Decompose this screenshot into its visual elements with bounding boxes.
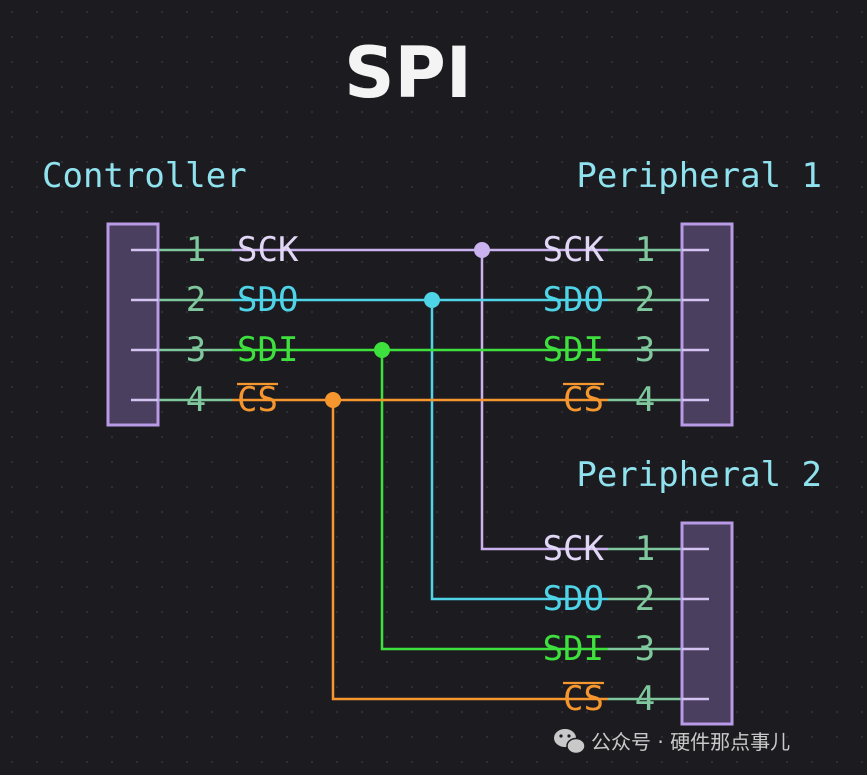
junction-group (325, 242, 490, 408)
peripheral2-signal-sdi: SDI (543, 629, 604, 669)
pin-stub-group (131, 248, 709, 701)
controller-pin-number-1: 1 (186, 230, 206, 270)
peripheral1-signal-sdi: SDI (543, 330, 604, 370)
wire-cs-branch (331, 400, 608, 701)
peripheral2-signal-cs: CS (563, 679, 604, 719)
peripheral1-pin-number-3: 3 (635, 330, 655, 370)
junction-sdi (374, 342, 390, 358)
peripheral2-label: Peripheral 2 (576, 455, 822, 495)
controller-signal-sdi: SDI (237, 330, 298, 370)
peripheral1-pin-number-4: 4 (635, 380, 655, 420)
peripheral1-signal-sdo: SDO (543, 280, 604, 320)
peripheral2-pin-number-4: 4 (635, 679, 655, 719)
controller-pin-number-4: 4 (186, 380, 206, 420)
peripheral1-pin-number-1: 1 (635, 230, 655, 270)
peripheral2-signal-sck: SCK (543, 529, 605, 569)
peripheral1-signal-sck: SCK (543, 230, 605, 270)
controller-pin-number-3: 3 (186, 330, 206, 370)
peripheral1-pin-number-2: 2 (635, 280, 655, 320)
peripheral2-pin-number-1: 1 (635, 529, 655, 569)
junction-sdo (424, 292, 440, 308)
controller-signal-sdo: SDO (237, 280, 298, 320)
junction-cs (325, 392, 341, 408)
controller-signal-sck: SCK (237, 230, 299, 270)
controller-connector-body (106, 222, 160, 427)
peripheral1-connector-body (680, 222, 734, 427)
peripheral2-pin-number-3: 3 (635, 629, 655, 669)
peripheral1-signal-cs: CS (563, 380, 604, 420)
controller-label: Controller (42, 156, 247, 196)
watermark-text: 公众号 · 硬件那点事儿 (591, 730, 790, 754)
controller-pin-number-2: 2 (186, 280, 206, 320)
peripheral2-pin-number-2: 2 (635, 579, 655, 619)
wechat-icon (554, 729, 586, 755)
controller-signal-cs: CS (237, 380, 278, 420)
wire-group (158, 248, 682, 701)
diagram-title: SPI (344, 32, 472, 114)
peripheral2-connector-body (680, 521, 734, 726)
wire-sdi-branch (380, 350, 608, 651)
watermark: 公众号 · 硬件那点事儿 (554, 729, 790, 755)
peripheral1-label: Peripheral 1 (576, 156, 822, 196)
junction-sck (474, 242, 490, 258)
peripheral2-signal-sdo: SDO (543, 579, 604, 619)
